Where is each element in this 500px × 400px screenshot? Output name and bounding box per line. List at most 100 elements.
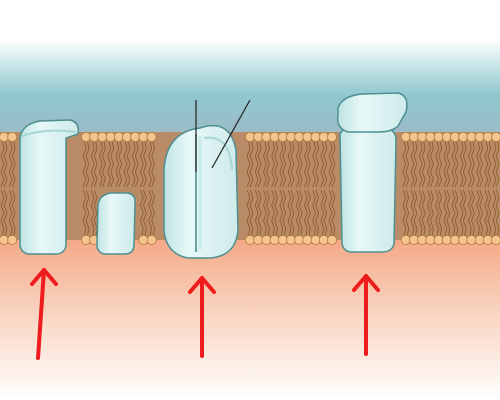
lipid-tail xyxy=(459,189,464,237)
lipid-tail xyxy=(438,140,442,188)
lipid-tail xyxy=(99,140,103,188)
lipid-tail xyxy=(479,189,483,237)
lipid-tail xyxy=(123,140,128,188)
phospholipid-head xyxy=(146,234,157,245)
lipid-tail xyxy=(405,189,410,237)
lipid-tail xyxy=(8,189,13,237)
peripheral-protein-outer xyxy=(336,92,408,133)
lipid-tail xyxy=(143,140,147,188)
lipid-tails xyxy=(0,140,500,237)
lipid-tail xyxy=(102,140,106,188)
lipid-tail xyxy=(271,189,275,237)
lipid-tail xyxy=(82,140,87,188)
lipid-tail xyxy=(131,140,136,188)
lipid-tail xyxy=(90,140,95,188)
lipid-tail xyxy=(427,140,431,188)
lipid-tail xyxy=(320,140,325,188)
lipid-tail xyxy=(298,189,303,237)
lipid-tail xyxy=(110,140,114,188)
lipid-tail xyxy=(315,189,319,237)
integral-protein-left xyxy=(19,119,80,255)
lipid-tail xyxy=(287,189,292,237)
lipid-tail xyxy=(82,189,87,237)
lipid-tail xyxy=(290,189,295,237)
lipid-tail xyxy=(246,189,251,237)
lipid-tail xyxy=(266,140,270,188)
arrow-2 xyxy=(188,276,216,358)
lipid-tail xyxy=(126,140,131,188)
phospholipid-head xyxy=(326,234,337,245)
lipid-tail xyxy=(454,189,459,237)
lipid-tail xyxy=(402,140,407,188)
lipid-tail xyxy=(487,140,492,188)
lipid-tail xyxy=(304,189,308,237)
lipid-tail xyxy=(454,140,459,188)
lipid-tail xyxy=(435,140,439,188)
lipid-tail xyxy=(476,189,480,237)
lipid-tail xyxy=(290,140,295,188)
lipid-tail xyxy=(471,189,475,237)
lipid-tail xyxy=(323,189,328,237)
lipid-tail xyxy=(282,140,287,188)
lipid-tail xyxy=(331,189,336,237)
lipid-tail xyxy=(254,189,259,237)
lipid-tail xyxy=(462,189,467,237)
lipid-tail xyxy=(492,189,497,237)
lipid-tail xyxy=(151,140,155,188)
lipid-tail xyxy=(115,140,120,188)
lipid-tail xyxy=(495,140,500,188)
lipid-tail xyxy=(0,189,5,237)
phospholipid-head xyxy=(326,131,337,142)
lipid-tail xyxy=(304,140,308,188)
lipid-tail xyxy=(134,140,139,188)
lipid-tail xyxy=(323,140,328,188)
arrow-1 xyxy=(30,268,58,360)
peripheral-protein-inner xyxy=(96,192,136,255)
lipid-tail xyxy=(418,189,423,237)
lipid-tail xyxy=(312,189,316,237)
lipid-tail xyxy=(93,140,98,188)
lipid-tail xyxy=(421,140,426,188)
lipid-tail xyxy=(495,189,500,237)
integral-protein-right xyxy=(339,127,397,253)
pointer-line-2 xyxy=(211,99,251,169)
lipid-tail xyxy=(487,189,492,237)
lipid-tail xyxy=(263,189,267,237)
lipid-tail xyxy=(151,189,155,237)
phospholipid-head xyxy=(7,234,18,245)
lipid-tail xyxy=(107,140,111,188)
lipid-tail xyxy=(279,189,284,237)
lipid-tail xyxy=(446,140,451,188)
lipid-tail xyxy=(328,189,333,237)
lipid-tail xyxy=(446,189,451,237)
lipid-tail xyxy=(0,140,5,188)
lipid-tail xyxy=(328,140,333,188)
lipid-tail xyxy=(459,140,464,188)
lipid-tail xyxy=(435,189,439,237)
lipid-tail xyxy=(413,140,418,188)
channel-protein xyxy=(163,124,239,259)
lipid-tail xyxy=(451,189,456,237)
lipid-tail xyxy=(410,189,415,237)
lipid-tail xyxy=(471,140,475,188)
lipid-tail xyxy=(331,140,336,188)
lipid-tail xyxy=(274,140,278,188)
lipid-tail xyxy=(282,189,287,237)
lipid-tail xyxy=(148,140,152,188)
lipid-tail xyxy=(90,189,95,237)
lipid-tail xyxy=(430,140,434,188)
lipid-tail xyxy=(287,140,292,188)
lipid-tail xyxy=(11,140,16,188)
lipid-tail xyxy=(476,140,480,188)
lipid-tail xyxy=(85,189,90,237)
lipid-tail xyxy=(468,140,472,188)
lipid-tail xyxy=(295,189,300,237)
lipid-tail xyxy=(315,140,319,188)
lipid-tail xyxy=(427,189,431,237)
lipid-tail xyxy=(484,189,489,237)
phospholipid-head xyxy=(146,131,157,142)
lipid-tail xyxy=(405,140,410,188)
lipid-tail xyxy=(254,140,259,188)
lipid-tail xyxy=(402,189,407,237)
